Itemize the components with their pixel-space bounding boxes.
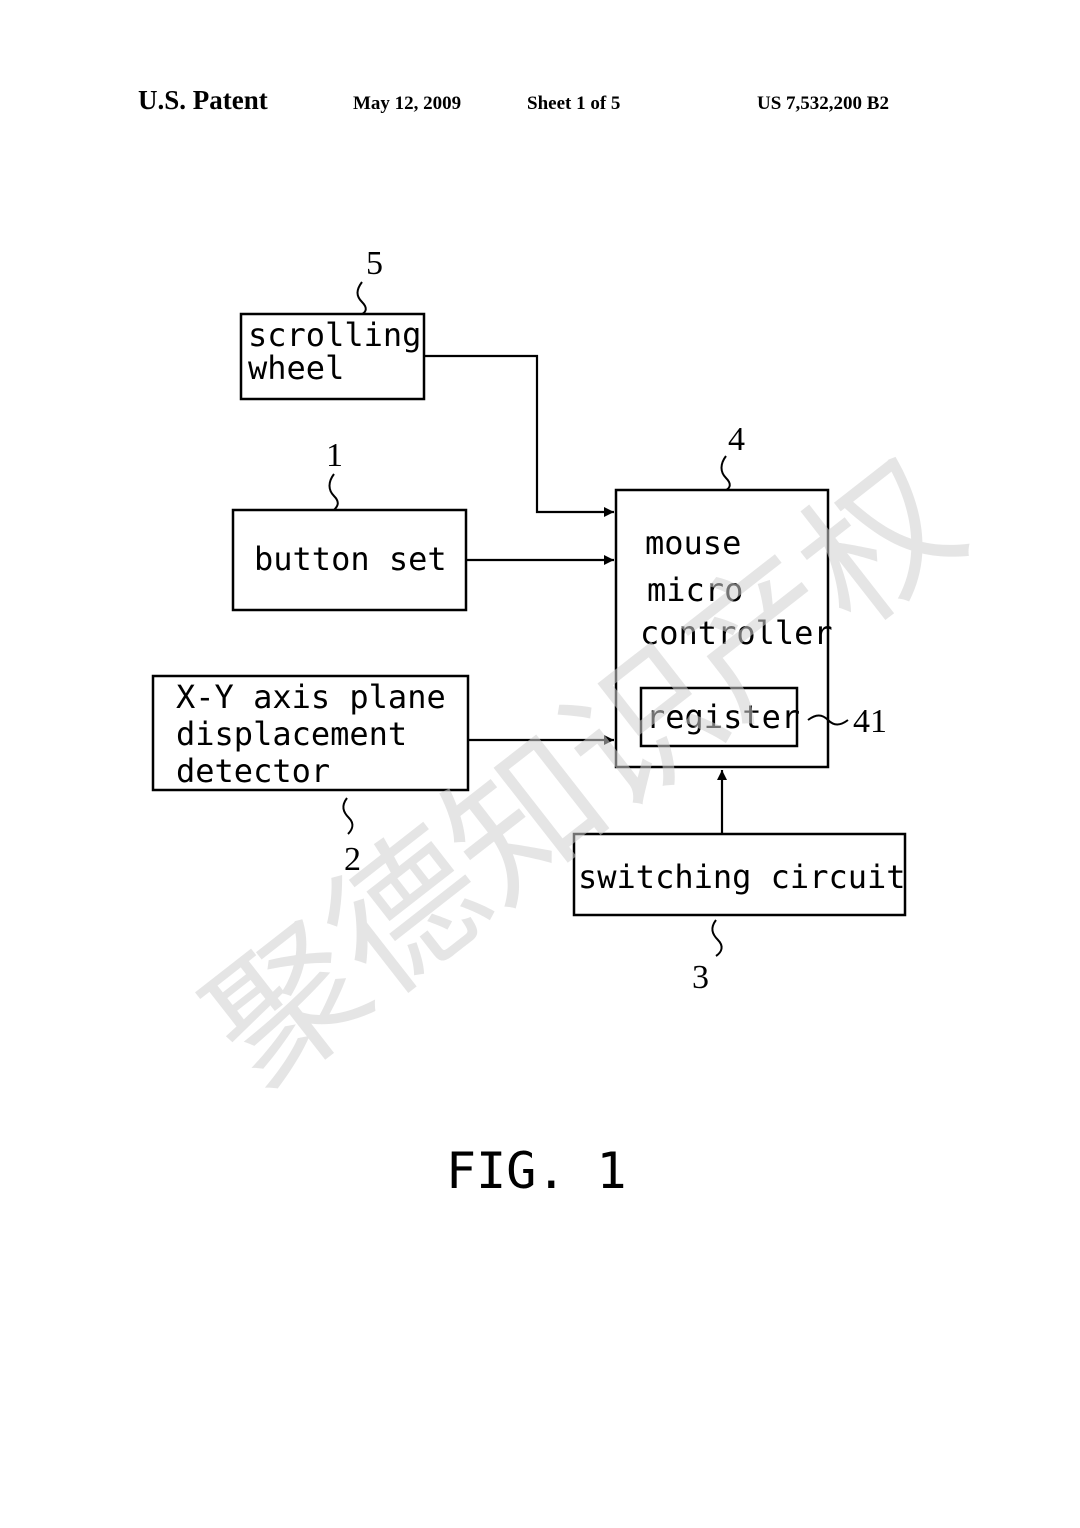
switching-circuit-ref: 3: [692, 959, 709, 996]
scrolling-wheel-ref: 5: [366, 245, 383, 282]
xy-detector-ref: 2: [344, 841, 361, 878]
scrolling-wheel-block: scrolling wheel 5: [239, 245, 426, 401]
xy-detector-box: [151, 674, 470, 792]
xy-detector-label-line1: X-Y axis plane: [176, 678, 446, 716]
xy-detector-label-line3: detector: [176, 752, 330, 790]
register-box: [639, 686, 799, 748]
register-leader: [807, 714, 849, 726]
scrolling-wheel-label-line1: scrolling: [248, 316, 421, 354]
switching-circuit-leader: [711, 919, 723, 957]
register-block: register 41: [639, 686, 887, 748]
button-set-ref: 1: [326, 437, 343, 474]
button-set-label: button set: [254, 540, 447, 578]
switching-circuit-label: switching circuit: [578, 858, 906, 896]
register-label: register: [646, 698, 800, 736]
mouse-controller-box: [614, 488, 830, 769]
mouse-controller-leader: [720, 455, 731, 491]
button-set-leader: [328, 473, 339, 511]
scrolling-wheel-to-controller-arrow: [424, 354, 614, 517]
figure-label: FIG. 1: [446, 1142, 627, 1200]
mouse-controller-block: mouse micro controller 4 register 41: [614, 421, 887, 769]
button-set-block: button set 1: [231, 437, 468, 612]
header-patent-number: US 7,532,200 B2: [757, 93, 889, 114]
switching-circuit-box: [572, 832, 907, 917]
mouse-controller-label-line2: micro: [647, 571, 743, 609]
header-date: May 12, 2009: [353, 93, 462, 114]
xy-detector-block: X-Y axis plane displacement detector 2: [151, 674, 470, 878]
mouse-controller-ref: 4: [728, 421, 745, 458]
register-ref: 41: [853, 703, 887, 740]
xy-detector-label-line2: displacement: [176, 715, 407, 753]
mouse-controller-label-line1: mouse: [645, 524, 741, 562]
xy-detector-leader: [342, 797, 354, 835]
switching-circuit-block: switching circuit 3: [572, 832, 907, 996]
scrolling-wheel-label-line2: wheel: [248, 349, 344, 387]
header-sheet: Sheet 1 of 5: [527, 93, 621, 114]
mouse-controller-label-line3: controller: [640, 614, 833, 652]
header-patent-label: U.S. Patent: [138, 85, 268, 115]
scrolling-wheel-leader: [356, 281, 367, 315]
